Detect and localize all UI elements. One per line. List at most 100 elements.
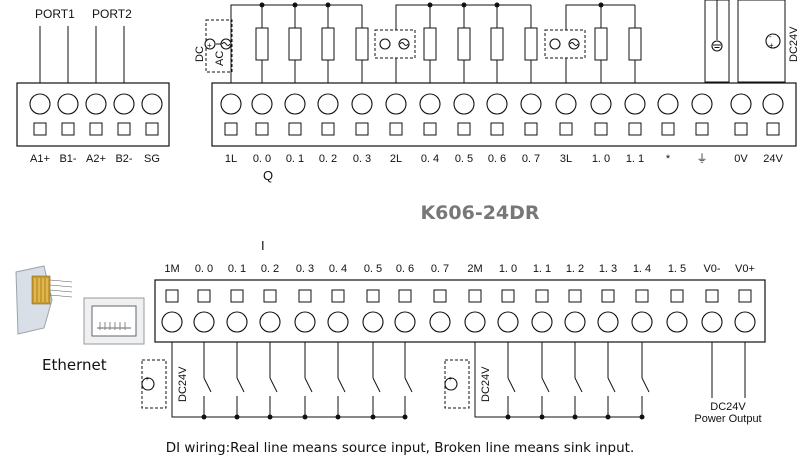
load-coil [355, 27, 369, 61]
load-coil [457, 27, 471, 61]
port2-label: PORT2 [92, 7, 132, 21]
power-output-line1: DC24V [710, 401, 746, 413]
terminal-screw [385, 93, 407, 115]
load-coil [255, 27, 269, 61]
terminal-label: 3L [560, 153, 572, 165]
port-terminal-block: PORT1 PORT2 A1+B1-A2+B2-SG [16, 7, 170, 165]
terminal-screw [351, 93, 373, 115]
power-output-wiring: DC24V Power Output [694, 342, 762, 425]
wiring-caption: DI wiring:Real line means source input, … [166, 440, 635, 456]
terminal-screw [226, 311, 248, 333]
terminal-indicator [366, 289, 380, 303]
terminal-label: A2+ [86, 153, 106, 165]
terminal-screw [57, 93, 79, 115]
terminal-label: 0V [734, 153, 748, 165]
terminal-label: SG [144, 153, 160, 165]
input-supply1-label: DC24V [177, 366, 189, 402]
supply-box [374, 29, 416, 59]
terminal-indicator [670, 289, 684, 303]
terminal-indicator [695, 122, 709, 136]
svg-text:+: + [448, 376, 452, 383]
terminal-indicator [230, 289, 244, 303]
terminal-label: A1+ [30, 153, 50, 165]
input-switch [541, 377, 550, 393]
terminal-indicator [490, 122, 504, 136]
terminal-indicator [628, 122, 642, 136]
terminal-screw [691, 93, 713, 115]
terminal-indicator [389, 122, 403, 136]
terminal-indicator [89, 122, 103, 136]
load-coil [628, 27, 642, 61]
terminal-screw [113, 93, 135, 115]
terminal-screw [419, 93, 441, 115]
input-switch [574, 377, 583, 393]
terminal-indicator [197, 289, 211, 303]
terminal-indicator [535, 289, 549, 303]
input-switch [236, 377, 245, 393]
load-coil [490, 27, 504, 61]
supply-box [544, 29, 586, 59]
terminal-indicator [255, 122, 269, 136]
input-switch [203, 377, 212, 393]
svg-text:-: - [769, 32, 772, 41]
terminal-indicator [501, 289, 515, 303]
terminal-label: 1. 5 [668, 263, 686, 275]
terminal-screw [394, 311, 416, 333]
terminal-label: 1. 1 [626, 153, 644, 165]
load-coil [423, 27, 437, 61]
terminal-label: 1M [164, 263, 179, 275]
terminal-screw [486, 93, 508, 115]
terminal-indicator [298, 289, 312, 303]
power-dc24v-label: DC24V [788, 26, 800, 62]
terminal-indicator [524, 122, 538, 136]
output-group3-wiring [544, 2, 642, 83]
load-coil [524, 27, 538, 61]
terminal-screw [327, 311, 349, 333]
dc24v-supply-box [737, 0, 786, 83]
terminal-label: 2L [390, 153, 402, 165]
terminal-label: 0. 3 [353, 153, 371, 165]
terminal-screw [520, 93, 542, 115]
terminal-label: 1. 4 [633, 263, 651, 275]
terminal-label: 1L [225, 153, 237, 165]
power-output-line2: Power Output [694, 413, 761, 425]
terminal-screw [762, 93, 784, 115]
dc-source-icon [204, 38, 216, 50]
input-switch [304, 377, 313, 393]
terminal-screw [251, 93, 273, 115]
load-coil [288, 27, 302, 61]
terminal-label: V0+ [735, 263, 755, 275]
terminal-indicator [559, 122, 573, 136]
input-group2-wiring: + DC24V [444, 342, 650, 420]
terminal-indicator [398, 289, 412, 303]
terminal-label: 0. 2 [319, 153, 337, 165]
terminal-indicator [705, 289, 719, 303]
port1-label: PORT1 [35, 7, 75, 21]
terminal-screw [497, 311, 519, 333]
rj45-plug-icon [15, 265, 73, 335]
terminal-label: 1. 0 [499, 263, 517, 275]
terminal-screw [141, 93, 163, 115]
terminal-label: 1. 0 [592, 153, 610, 165]
terminal-screw [464, 311, 486, 333]
input-switch [337, 377, 346, 393]
input-switch [372, 377, 381, 393]
terminal-label: B2- [115, 153, 132, 165]
terminal-indicator [33, 122, 47, 136]
terminal-label: 1. 1 [533, 263, 551, 275]
terminal-indicator [601, 289, 615, 303]
terminal-label: 0. 5 [455, 153, 473, 165]
terminal-screw [597, 311, 619, 333]
terminal-screw [453, 93, 475, 115]
dc-source-icon [141, 377, 155, 391]
terminal-screw [590, 93, 612, 115]
input-group-label: I [261, 238, 265, 253]
dc-source-icon [549, 38, 561, 50]
terminal-indicator [734, 122, 748, 136]
input-switch [641, 377, 650, 393]
terminal-screw [29, 93, 51, 115]
terminal-indicator [145, 122, 159, 136]
terminal-label: ⏚ [697, 152, 708, 165]
